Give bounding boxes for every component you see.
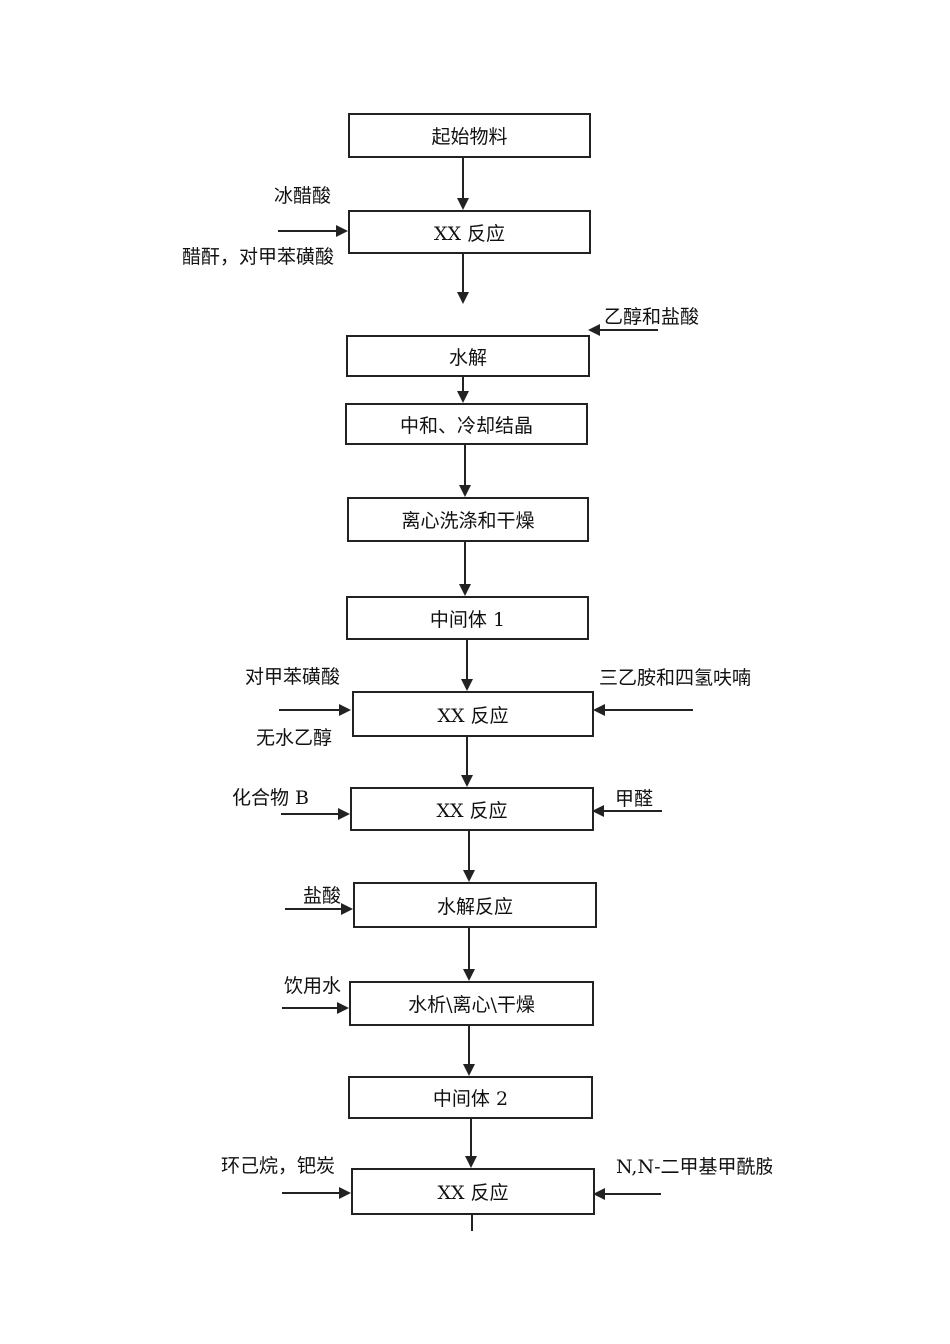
- input-hydrochloric-acid: 盐酸: [303, 885, 342, 907]
- input-acetic-anhydride-tsa: 醋酐，对甲苯磺酸: [182, 246, 335, 268]
- step-hydrolysis-reaction: 水解反应: [353, 882, 597, 928]
- input-tsa: 对甲苯磺酸: [245, 666, 341, 688]
- step-hydrolysis: 水解: [346, 335, 590, 377]
- step-intermediate-1: 中间体 1: [346, 596, 589, 640]
- step-neutralize-crystallize: 中和、冷却结晶: [345, 403, 588, 445]
- step-starting-material: 起始物料: [348, 113, 591, 158]
- step-intermediate-2: 中间体 2: [348, 1076, 593, 1119]
- input-drinking-water: 饮用水: [284, 975, 342, 997]
- step-reaction-4: XX 反应: [351, 1168, 595, 1215]
- input-compound-b: 化合物 B: [232, 787, 310, 809]
- input-dmf: N,N-二甲基甲酰胺: [616, 1156, 772, 1178]
- input-anhydrous-ethanol: 无水乙醇: [256, 727, 333, 749]
- input-formaldehyde: 甲醛: [615, 788, 654, 810]
- input-triethylamine-thf: 三乙胺和四氢呋喃: [599, 667, 752, 689]
- step-reaction-3: XX 反应: [350, 787, 594, 831]
- input-cyclohexane-pd-c: 环己烷，钯炭: [221, 1155, 336, 1177]
- input-glacial-acetic-acid: 冰醋酸: [274, 185, 332, 207]
- step-water-precipitate-centrifuge-dry: 水析\离心\干燥: [349, 981, 594, 1026]
- input-ethanol-hcl: 乙醇和盐酸: [604, 306, 700, 328]
- step-reaction-1: XX 反应: [348, 210, 591, 254]
- step-reaction-2: XX 反应: [352, 691, 594, 737]
- step-centrifuge-wash-dry: 离心洗涤和干燥: [347, 497, 589, 542]
